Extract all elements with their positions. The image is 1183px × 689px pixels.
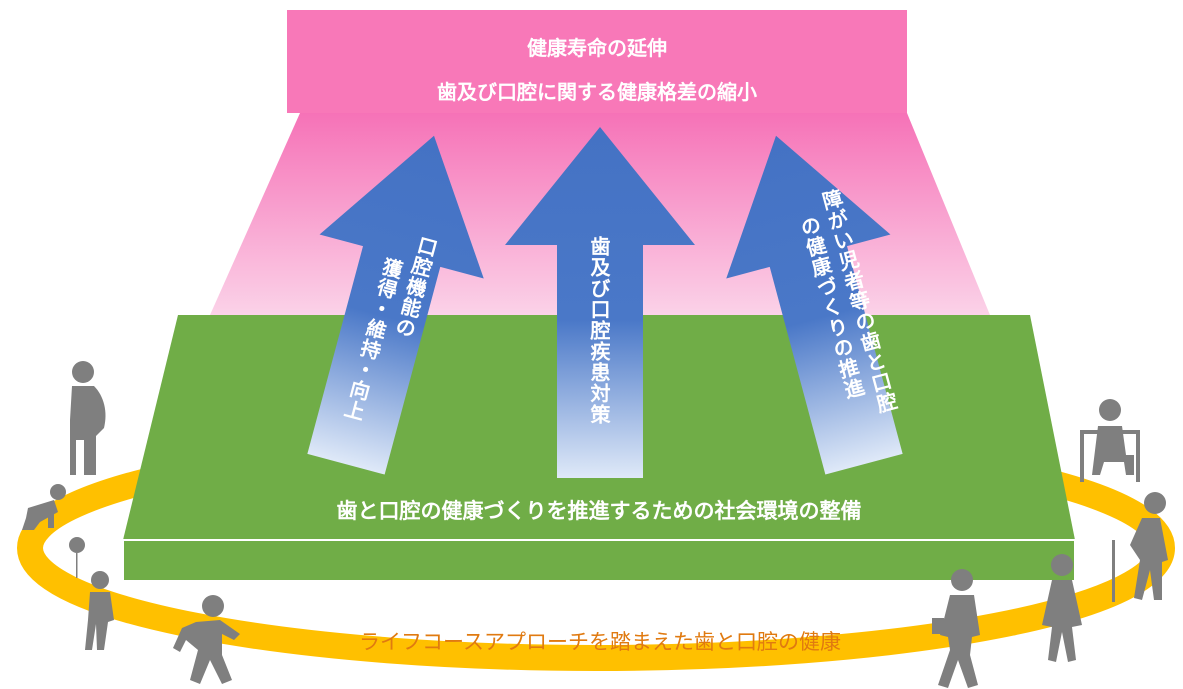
ring-label: ライフコースアプローチを踏まえた歯と口腔の健康 bbox=[359, 630, 841, 654]
pregnant-woman-icon bbox=[70, 361, 106, 475]
crawling-baby-icon bbox=[22, 484, 66, 530]
child-with-balloon-icon bbox=[69, 537, 114, 650]
arrow-disease-prevention bbox=[505, 127, 695, 478]
adult-with-bag-icon bbox=[932, 569, 980, 688]
platform-front bbox=[122, 539, 1076, 582]
arrow-left-line2: 獲得・維持・向上 bbox=[338, 254, 406, 424]
goal-title: 健康寿命の延伸 bbox=[527, 36, 667, 60]
goal-subtitle: 歯及び口腔に関する健康格差の縮小 bbox=[437, 80, 757, 104]
arrow-disability-support bbox=[726, 135, 903, 475]
elderly-with-cane-icon bbox=[1112, 492, 1168, 602]
arrow-center-text: 歯及び口腔疾患対策 bbox=[587, 236, 611, 425]
goal-box bbox=[287, 10, 907, 113]
walking-woman-icon bbox=[1042, 554, 1082, 662]
arrow-oral-function bbox=[307, 135, 484, 475]
wheelchair-user-icon bbox=[1080, 399, 1140, 482]
running-child-icon bbox=[173, 595, 240, 684]
platform-label: 歯と口腔の健康づくりを推進するための社会環境の整備 bbox=[336, 499, 862, 523]
